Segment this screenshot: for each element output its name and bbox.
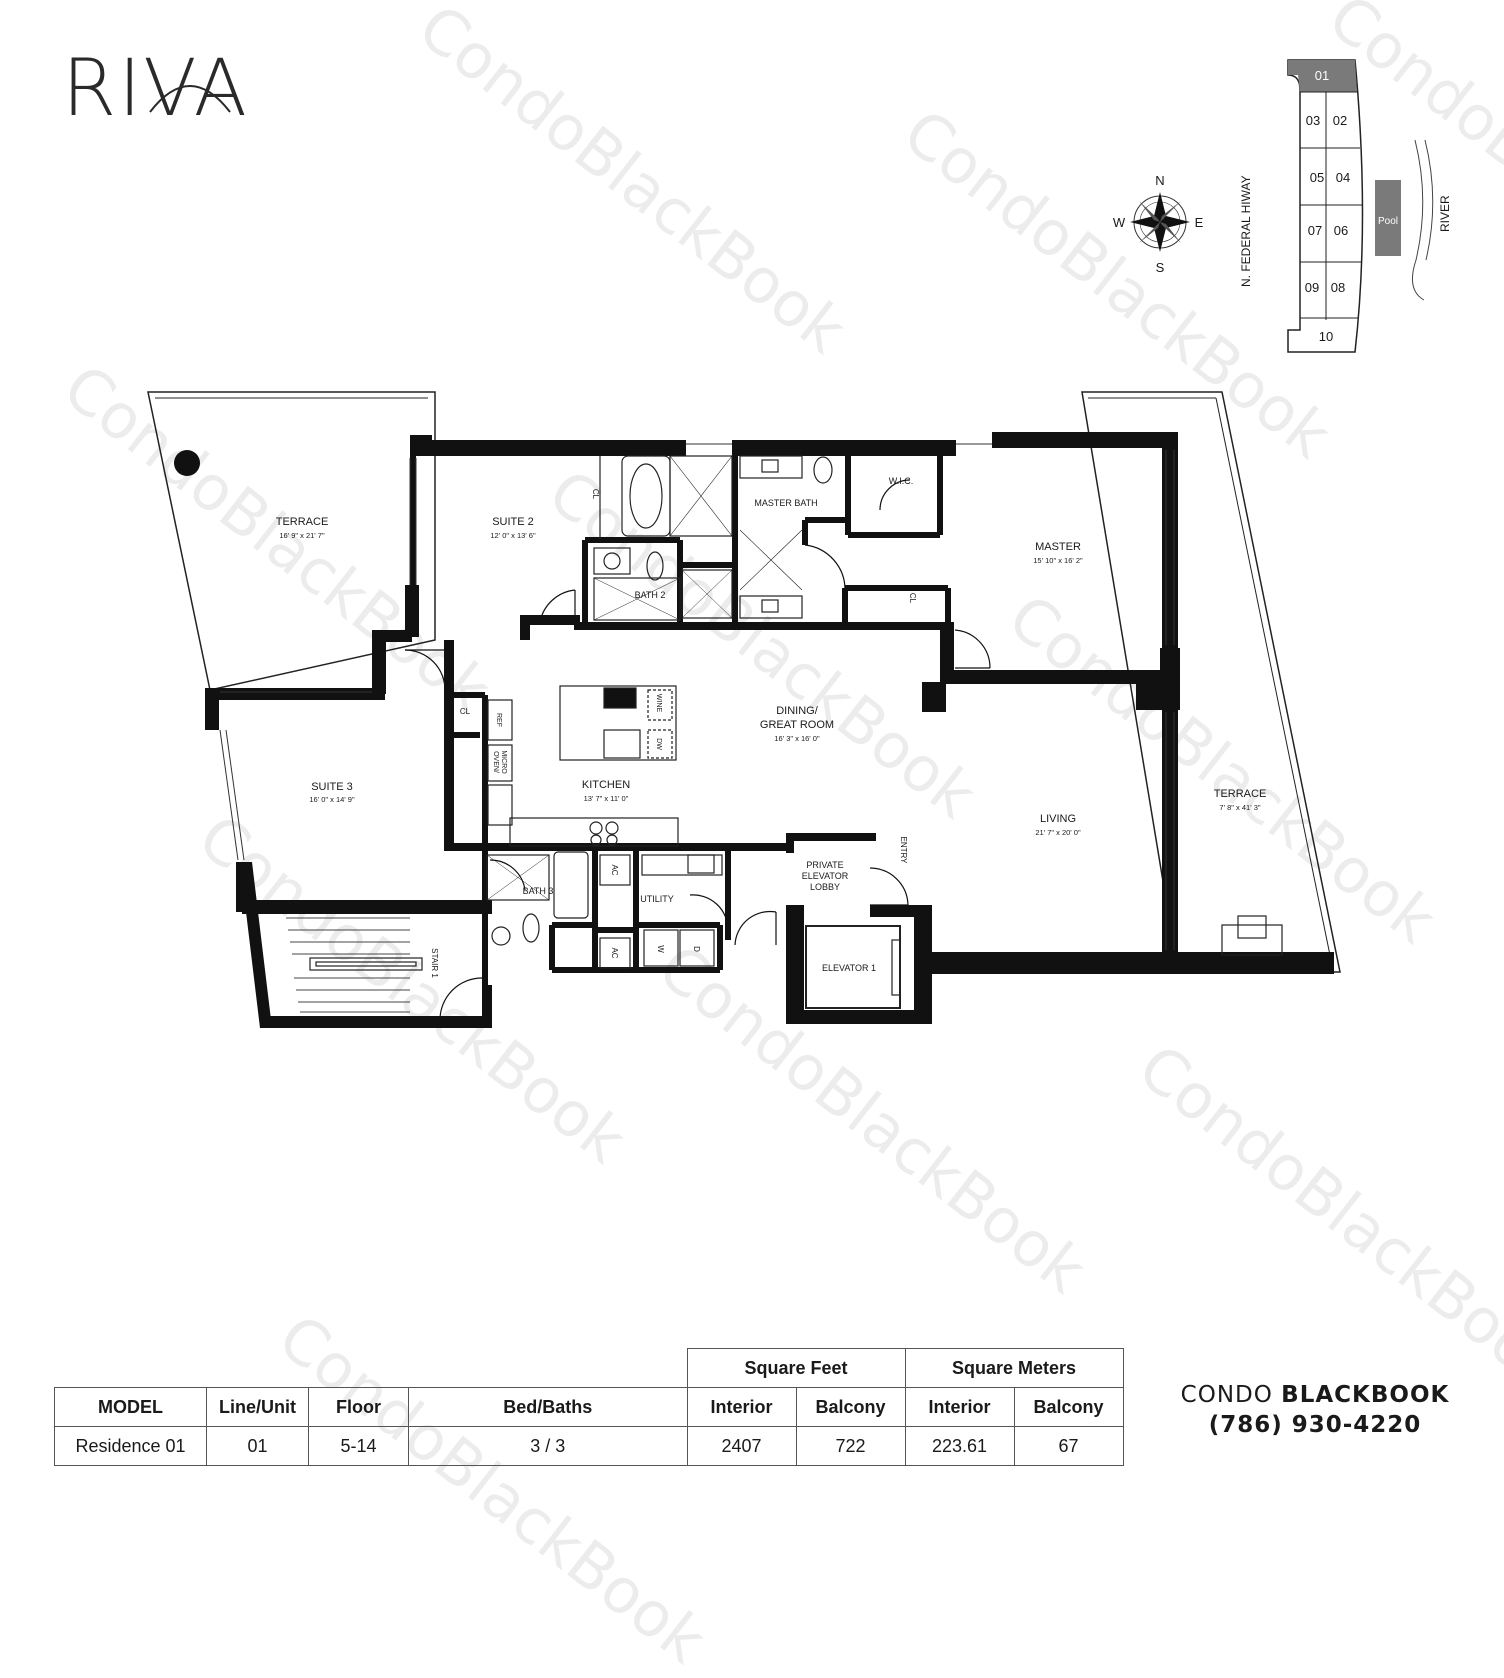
cell-line-unit: 01 bbox=[206, 1426, 309, 1466]
cell-model: Residence 01 bbox=[54, 1426, 207, 1466]
compass-s: S bbox=[1156, 260, 1165, 275]
compass-n: N bbox=[1155, 173, 1164, 188]
terrace-east-outline bbox=[1081, 391, 1341, 973]
utility-label: UTILITY bbox=[640, 894, 674, 904]
master-label: MASTER bbox=[1035, 541, 1081, 553]
brand-block: CONDO BLACKBOOK (786) 930-4220 bbox=[1150, 1380, 1480, 1440]
col-model: MODEL bbox=[54, 1387, 207, 1427]
stair-label: STAIR 1 bbox=[430, 948, 439, 978]
lobby-label-2: ELEVATOR bbox=[802, 871, 849, 881]
terrace-west-label: TERRACE bbox=[276, 516, 329, 528]
kitchen-label: KITCHEN bbox=[582, 779, 630, 791]
master-size: 15' 10" x 16' 2" bbox=[1033, 556, 1083, 565]
col-bed-baths: Bed/Baths bbox=[408, 1387, 688, 1427]
bath2-label: BATH 2 bbox=[635, 590, 666, 600]
cell-sqft-balcony: 722 bbox=[795, 1426, 906, 1466]
floor-plan: TERRACE 16' 9" x 21' 7" SUITE 2 12' 0" x… bbox=[147, 59, 1452, 1028]
interior-walls bbox=[410, 445, 951, 990]
unit-02: 02 bbox=[1333, 113, 1347, 128]
oven-label-1: OVEN/ bbox=[492, 751, 499, 773]
fixtures bbox=[309, 455, 1283, 1009]
specs-table: Square Feet Square Meters MODEL Line/Uni… bbox=[54, 1348, 1124, 1466]
dryer-label: D bbox=[692, 946, 701, 952]
master-bath-label: MASTER BATH bbox=[754, 498, 817, 508]
key-plan: 01 02 03 04 05 06 07 08 09 10 Pool N. FE… bbox=[1239, 59, 1452, 353]
cell-sqm-balcony: 67 bbox=[1013, 1426, 1124, 1466]
living-label: LIVING bbox=[1040, 813, 1076, 825]
doors bbox=[404, 479, 991, 1021]
closet-label-master: CL bbox=[908, 593, 917, 604]
col-sqft-balcony: Balcony bbox=[795, 1387, 906, 1427]
elevator-label: ELEVATOR 1 bbox=[822, 963, 876, 973]
river-label: RIVER bbox=[1438, 195, 1452, 232]
suite2-size: 12' 0" x 13' 6" bbox=[490, 531, 536, 540]
unit-04: 04 bbox=[1336, 170, 1350, 185]
square-meters-header: Square Meters bbox=[904, 1348, 1124, 1388]
cell-floor: 5-14 bbox=[308, 1426, 409, 1466]
col-sqft-interior: Interior bbox=[686, 1387, 797, 1427]
unit-01: 01 bbox=[1315, 68, 1329, 83]
terrace-west-size: 16' 9" x 21' 7" bbox=[279, 531, 325, 540]
cell-sqft-interior: 2407 bbox=[686, 1426, 797, 1466]
pool-label: Pool bbox=[1378, 216, 1398, 227]
living-size: 21' 7" x 20' 0" bbox=[1035, 828, 1081, 837]
square-feet-header: Square Feet bbox=[686, 1348, 906, 1388]
entry-label: ENTRY bbox=[899, 837, 908, 865]
brand-name-part2: BLACKBOOK bbox=[1281, 1382, 1450, 1408]
unit-08: 08 bbox=[1331, 280, 1345, 295]
dining-size: 16' 3" x 16' 0" bbox=[774, 734, 820, 743]
dw-label: DW bbox=[655, 738, 662, 750]
cell-sqm-interior: 223.61 bbox=[904, 1426, 1015, 1466]
terrace-west-outline bbox=[147, 391, 436, 691]
dining-label-2: GREAT ROOM bbox=[760, 719, 834, 731]
compass: N S E W bbox=[1113, 173, 1204, 275]
lobby-label-1: PRIVATE bbox=[806, 860, 843, 870]
unit-05: 05 bbox=[1310, 170, 1324, 185]
unit-06: 06 bbox=[1334, 223, 1348, 238]
suite2-label: SUITE 2 bbox=[492, 516, 534, 528]
col-line-unit: Line/Unit bbox=[206, 1387, 309, 1427]
wine-label: WINE bbox=[655, 694, 662, 713]
unit-09: 09 bbox=[1305, 280, 1319, 295]
col-sqm-balcony: Balcony bbox=[1013, 1387, 1124, 1427]
pool-block bbox=[1375, 180, 1401, 256]
ac-label-2: AC bbox=[610, 947, 619, 958]
ref-label: REF bbox=[495, 713, 502, 727]
windows bbox=[219, 443, 1175, 950]
brand-phone[interactable]: (786) 930-4220 bbox=[1208, 1412, 1422, 1438]
unit-03: 03 bbox=[1306, 113, 1320, 128]
logo-wave bbox=[149, 85, 231, 113]
street-label: N. FEDERAL HIWAY bbox=[1239, 175, 1253, 287]
unit-07: 07 bbox=[1308, 223, 1322, 238]
compass-e: E bbox=[1195, 215, 1204, 230]
bath3-label: BATH 3 bbox=[523, 886, 554, 896]
suite3-size: 16' 0" x 14' 9" bbox=[309, 795, 355, 804]
oven-label-2: MICRO bbox=[500, 750, 507, 774]
terrace-east-size: 7' 8" x 41' 3" bbox=[1219, 803, 1260, 812]
wic-label: W.I.C. bbox=[889, 476, 914, 486]
terrace-east-label: TERRACE bbox=[1214, 788, 1267, 800]
stair-treads bbox=[286, 917, 410, 1013]
suite3-label: SUITE 3 bbox=[311, 781, 353, 793]
riva-logo: RIVA bbox=[62, 44, 249, 134]
dining-label-1: DINING/ bbox=[776, 705, 819, 717]
lobby-label-3: LOBBY bbox=[810, 882, 840, 892]
washer-label: W bbox=[656, 945, 665, 953]
cell-bed-baths: 3 / 3 bbox=[408, 1426, 688, 1466]
unit-01-highlight bbox=[1288, 60, 1357, 92]
closet-label: CL bbox=[460, 707, 471, 716]
col-floor: Floor bbox=[308, 1387, 409, 1427]
unit-10: 10 bbox=[1319, 329, 1333, 344]
col-sqm-interior: Interior bbox=[904, 1387, 1015, 1427]
ac-label-1: AC bbox=[610, 864, 619, 875]
brand-name-part1: CONDO bbox=[1180, 1382, 1282, 1408]
compass-w: W bbox=[1113, 215, 1126, 230]
closet-label-suite2: CL bbox=[591, 489, 600, 500]
kitchen-size: 13' 7" x 11' 0" bbox=[584, 794, 629, 803]
column-marker bbox=[174, 450, 200, 476]
